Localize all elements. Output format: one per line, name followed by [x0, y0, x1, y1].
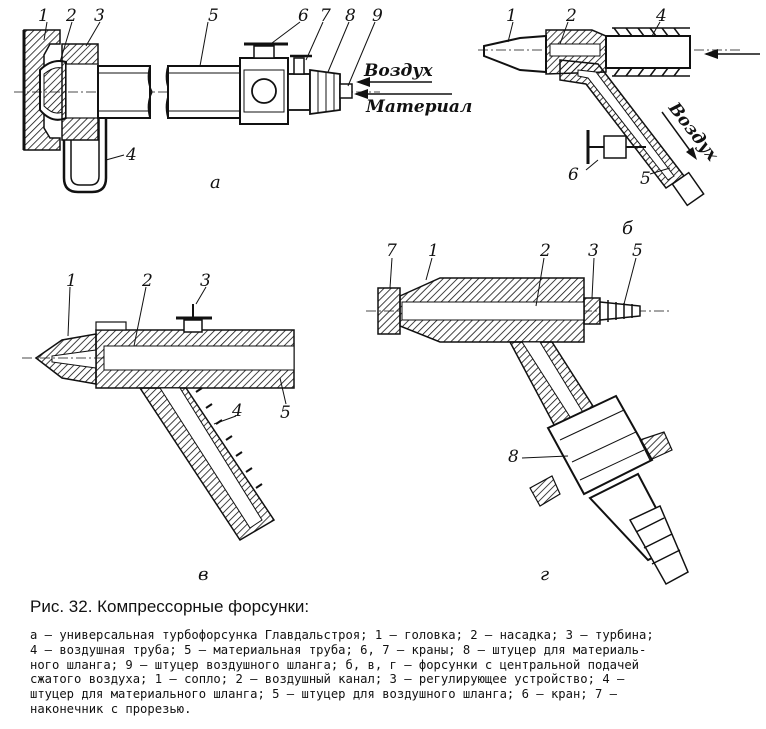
caption-line: штуцер для материального шланга; 5 — шту… — [30, 687, 617, 702]
figure-g-label-3: 3 — [588, 241, 599, 261]
figure-b-label-1: 1 — [506, 6, 517, 26]
figure-a-label-8: 8 — [345, 6, 356, 26]
figure-v-label-5: 5 — [280, 403, 291, 423]
figure-g-label-5: 5 — [632, 241, 643, 261]
figure-a-sublabel: а — [210, 172, 221, 193]
figure-v-label-3: 3 — [200, 271, 211, 291]
figure-a-label-7: 7 — [320, 6, 331, 26]
figure-g-label-1: 1 — [428, 241, 439, 261]
figure-g-label-8: 8 — [508, 447, 519, 467]
figure-b-nozzle: 1 2 4 6 5 Воздух б — [478, 6, 760, 239]
figure-b-label-4: 4 — [655, 6, 667, 26]
figure-a-label-3: 3 — [94, 6, 105, 26]
figure-a-label-5: 5 — [208, 6, 219, 26]
figure-a-label-4: 4 — [125, 145, 137, 165]
compressor-nozzles-figure: 1 2 3 4 5 6 7 8 9 Воздух Материал а — [14, 6, 760, 586]
caption-line: а — универсальная турбофорсунка Главдаль… — [30, 628, 654, 642]
figure-a-air-label: Воздух — [363, 61, 434, 81]
figure-b-sublabel: б — [622, 218, 634, 239]
caption-line: наконечник с прорезью. — [30, 701, 192, 716]
figure-a-label-9: 9 — [372, 6, 383, 26]
figure-b-label-2: 2 — [565, 6, 577, 26]
figure-v-label-1: 1 — [66, 271, 77, 291]
figure-v-label-4: 4 — [231, 401, 243, 421]
figure-g-label-7: 7 — [386, 241, 397, 261]
caption-line: 4 — воздушная труба; 5 — материальная тр… — [30, 642, 647, 657]
figure-b-label-5: 5 — [640, 169, 651, 189]
figure-a-label-6: 6 — [298, 6, 309, 26]
figure-v-label-2: 2 — [141, 271, 153, 291]
figure-g-nozzle: 7 1 2 3 5 8 г — [366, 241, 689, 586]
caption-line: ного шланга; 9 — штуцер воздушного шланг… — [30, 657, 640, 672]
caption-title: Рис. 32. Компрессорные форсунки: — [30, 597, 310, 616]
figure-a-material-label: Материал — [365, 97, 472, 117]
figure-a-label-1: 1 — [38, 6, 49, 26]
figure-v-sublabel: в — [198, 564, 208, 585]
figure-a-turbo-nozzle: 1 2 3 4 5 6 7 8 9 Воздух Материал а — [14, 6, 472, 194]
figure-g-sublabel: г — [540, 564, 549, 585]
figure-a-label-2: 2 — [65, 6, 77, 26]
caption-body: а — универсальная турбофорсунка Главдаль… — [30, 628, 746, 717]
caption-line: сжатого воздуха; 1 — сопло; 2 — воздушны… — [30, 672, 625, 687]
figure-v-nozzle: 1 2 3 4 5 в — [22, 271, 295, 585]
figure-g-label-2: 2 — [539, 241, 551, 261]
figure-b-label-6: 6 — [568, 165, 579, 185]
